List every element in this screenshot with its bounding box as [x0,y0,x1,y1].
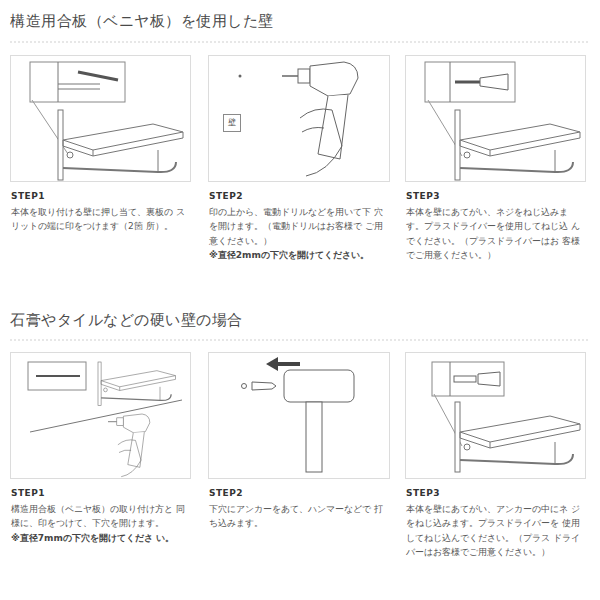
section-heading: 構造用合板（ベニヤ板）を使用した壁 [10,12,274,31]
back-plate [450,362,451,396]
detail-inset [425,62,515,102]
step-note: ※直径7mmの下穴を開けてくださ い。 [11,531,192,545]
step-caption: STEP1 本体を取り付ける壁に押し当て、裏板の スリットの端に印をつけます（2箇… [11,191,192,234]
anchor [454,376,476,382]
wall-label: 壁 [228,119,236,127]
step-number: STEP3 [406,488,587,498]
step-number: STEP1 [11,488,192,498]
step-caption: STEP2 印の上から、電動ドリルなどを用いて下 穴を開けます。（電動ドリルはお客… [209,191,391,263]
hammer-handle [306,402,322,472]
step-text: 本体を取り付ける壁に押し当て、裏板の スリットの端に印をつけます（2箇 所）。 [11,205,192,234]
step-caption: STEP2 下穴にアンカーをあて、ハンマーなどで 打ち込みます。 [209,488,391,531]
back-plate [58,62,59,102]
step-number: STEP2 [209,488,391,498]
step-caption: STEP3 本体を壁にあてがい、アンカーの中にネ ジをねじ込みます。プラスドライバ… [406,488,587,560]
step-number: STEP1 [11,191,192,201]
screw [455,81,480,84]
back-plate [450,62,451,102]
step-text: 下穴にアンカーをあて、ハンマーなどで 打ち込みます。 [209,502,391,531]
drill [282,62,358,176]
step2-illustration [242,357,355,472]
step-text: 構造用合板（ベニヤ板）の取り付け方と 同様に、印をつけて、下穴を開けます。 [11,502,192,531]
step-number: STEP2 [209,191,391,201]
step3-illustration [432,362,580,472]
step-panel: STEP2印の上から、電動ドリルなどを用いて下 穴を開けます。（電動ドリルはお客… [208,55,390,182]
screwdriver [478,372,500,386]
anchor [252,382,276,390]
section-heading: 石膏やタイルなどの硬い壁の場合 [10,311,243,330]
step-panel: STEP3本体を壁にあてがい、ネジをねじ込みま す。プラスドライバーを使用してね… [405,55,586,182]
shelf [455,402,580,472]
slot [58,84,100,85]
hole [242,384,247,389]
step-panel: STEP3本体を壁にあてがい、アンカーの中にネ ジをねじ込みます。プラスドライバ… [405,352,586,479]
step-panel: STEP1構造用合板（ベニヤ板）の取り付け方と 同様に、印をつけて、下穴を開けま… [10,352,191,479]
shelf [455,110,580,180]
step-text: 本体を壁にあてがい、アンカーの中にネ ジをねじ込みます。プラスドライバーを 使用… [406,502,587,560]
step-note: ※直径2mmの下穴を開けてください。 [209,248,391,262]
divider [10,42,590,43]
drill [108,414,150,477]
detail-inset [30,62,125,102]
step-panel: STEP2下穴にアンカーをあて、ハンマーなどで 打ち込みます。 [208,352,390,479]
step-caption: STEP3 本体を壁にあてがい、ネジをねじ込みま す。プラスドライバーを使用してね… [406,191,587,263]
step-panel: STEP1本体を取り付ける壁に押し当て、裏板の スリットの端に印をつけます（2箇… [10,55,191,182]
detail-inset [28,362,86,390]
step-caption: STEP1 構造用合板（ベニヤ板）の取り付け方と 同様に、印をつけて、下穴を開けま… [11,488,192,545]
pencil [78,72,118,80]
shelf [98,362,176,405]
slot [58,89,100,90]
shelf [58,110,183,180]
arrow [276,362,300,366]
step1-illustration [30,62,183,180]
step3-illustration [425,62,580,180]
wall-tag: 壁 [223,114,241,132]
mark-dot [239,75,242,78]
hammer-head [284,370,354,402]
divider [10,340,590,341]
step-number: STEP3 [406,191,587,201]
step-text: 本体を壁にあてがい、ネジをねじ込みま す。プラスドライバーを使用してねじ込 んで… [406,205,587,263]
step1-illustration [28,362,182,477]
arrow-head [266,357,278,371]
screwdriver [480,74,508,90]
wall-line [30,400,182,432]
detail-inset [432,362,504,396]
step2-illustration [239,62,359,176]
pencil [36,375,80,377]
step-text: 印の上から、電動ドリルなどを用いて下 穴を開けます。（電動ドリルはお客様で ご用… [209,205,391,248]
